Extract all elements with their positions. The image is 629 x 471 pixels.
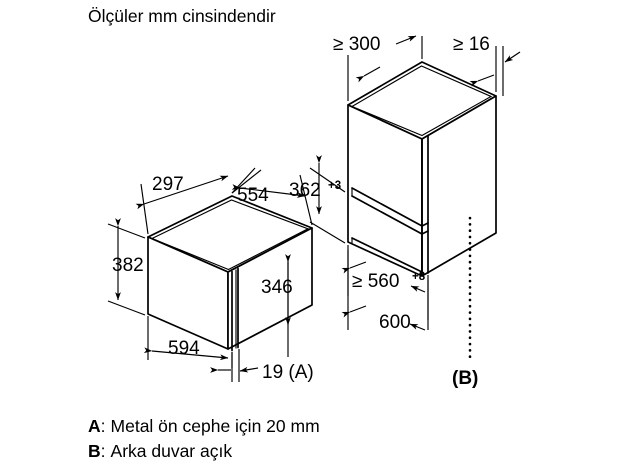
- dimension-554-label: 554: [237, 185, 269, 206]
- appliance-diagram: 297 554 382 346: [107, 167, 314, 383]
- tag-B-leader: (B): [452, 216, 478, 389]
- legend-note-b-separator: :: [101, 441, 106, 461]
- dimension-niche-depth-600-label: 600: [379, 312, 411, 333]
- dimension-clearance-16: ≥ 16: [453, 34, 521, 96]
- legend-note-b: B:Arka duvar açık: [88, 441, 232, 461]
- dimension-19-A-label: 19 (A): [262, 362, 314, 383]
- tag-B-label: (B): [452, 368, 478, 389]
- legend-note-b-key: B: [88, 441, 101, 461]
- dimension-niche-height-362: 362 +3: [289, 155, 346, 244]
- dimension-niche-height-362-label: 362: [289, 180, 321, 201]
- legend-notes: A:Metal ön cephe için 20 mm B:Arka duvar…: [88, 416, 320, 461]
- dimension-297: 297: [135, 167, 256, 235]
- appliance-top-inner-edge: [150, 199, 310, 271]
- dimension-594-label: 594: [168, 338, 200, 359]
- dimension-594: 594: [143, 316, 233, 368]
- dimension-346-label: 346: [261, 277, 293, 298]
- dimension-346: 346: [261, 254, 293, 357]
- dimension-clearance-300: ≥ 300: [333, 34, 423, 101]
- appliance-right-face: [227, 227, 313, 350]
- niche-shelf-divider: [351, 187, 429, 235]
- dimension-niche-width-560-label: ≥ 560: [352, 271, 399, 292]
- page-title: Ölçüler mm cinsindendir: [88, 6, 276, 26]
- dimension-clearance-16-label: ≥ 16: [453, 34, 490, 55]
- dimension-niche-width-560-tolerance: +8: [412, 271, 426, 283]
- dimension-382: 382: [107, 218, 146, 316]
- dimension-297-label: 297: [152, 174, 184, 195]
- dimension-554: 554: [231, 169, 313, 226]
- dimension-19-A: 19 (A): [210, 349, 314, 383]
- dimension-niche-depth-600: 600: [341, 250, 429, 333]
- legend-note-a-text: Metal ön cephe için 20 mm: [111, 416, 320, 436]
- niche-floor: [351, 237, 423, 273]
- cabinet-niche-diagram: ≥ 300 ≥ 16 362 +3: [289, 34, 521, 389]
- dimension-niche-height-362-tolerance: +3: [328, 180, 341, 192]
- legend-note-b-text: Arka duvar açık: [111, 441, 233, 461]
- legend-note-a: A:Metal ön cephe için 20 mm: [88, 416, 320, 436]
- niche-top-inner-edge: [350, 65, 493, 137]
- dimension-382-label: 382: [112, 255, 144, 276]
- legend-note-a-key: A: [88, 416, 101, 436]
- dimension-clearance-300-label: ≥ 300: [333, 34, 380, 55]
- legend-note-a-separator: :: [101, 416, 106, 436]
